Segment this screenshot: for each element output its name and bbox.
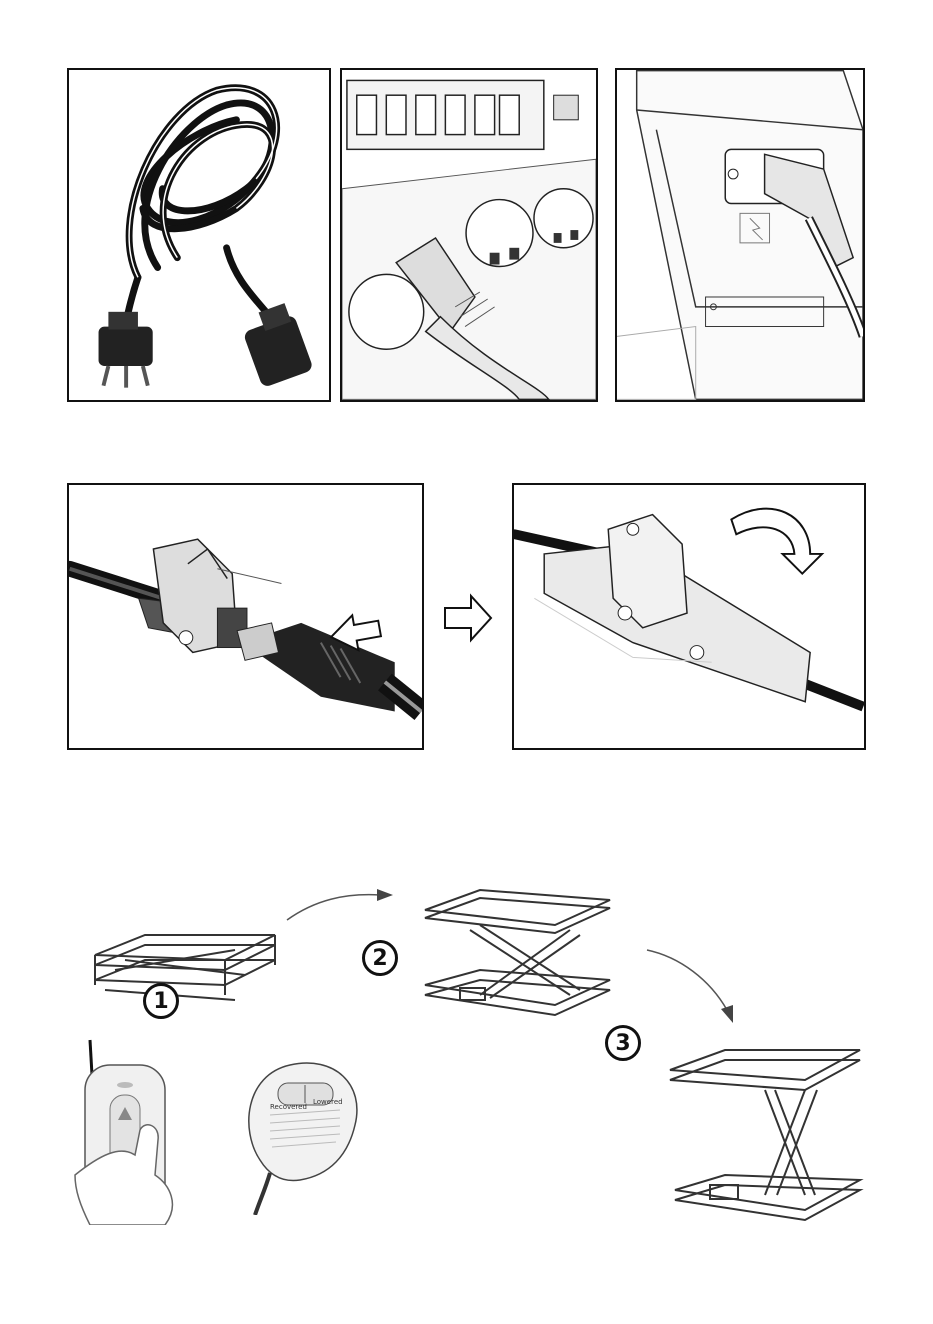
wall-socket-panel <box>340 68 598 402</box>
lift-frame-middle <box>420 880 615 1020</box>
step-1-badge: 1 <box>143 983 179 1019</box>
connector-insert-icon <box>69 485 422 748</box>
lift-frame-collapsed <box>85 905 280 1010</box>
curved-arrow-2 <box>645 945 740 1025</box>
connector-locked-icon <box>514 485 864 748</box>
step-3-badge: 3 <box>605 1025 641 1061</box>
wireless-remote <box>70 1035 200 1225</box>
device-inlet-icon <box>617 70 863 400</box>
wired-handset <box>240 1055 370 1215</box>
handset-label-recovered: Recovered <box>270 1103 307 1111</box>
power-cord-icon <box>69 70 329 400</box>
rotate-clockwise-icon <box>731 509 822 574</box>
device-inlet-panel <box>615 68 865 402</box>
wall-socket-icon <box>342 70 596 400</box>
power-cord-panel <box>67 68 331 402</box>
connector-insert-panel <box>67 483 424 750</box>
curved-arrow-1 <box>285 885 395 925</box>
arrow-right-icon <box>443 593 493 643</box>
connector-locked-panel <box>512 483 866 750</box>
lift-frame-raised <box>665 1020 865 1225</box>
step-2-badge: 2 <box>362 940 398 976</box>
handset-label-lowered: Lowered <box>313 1098 343 1106</box>
